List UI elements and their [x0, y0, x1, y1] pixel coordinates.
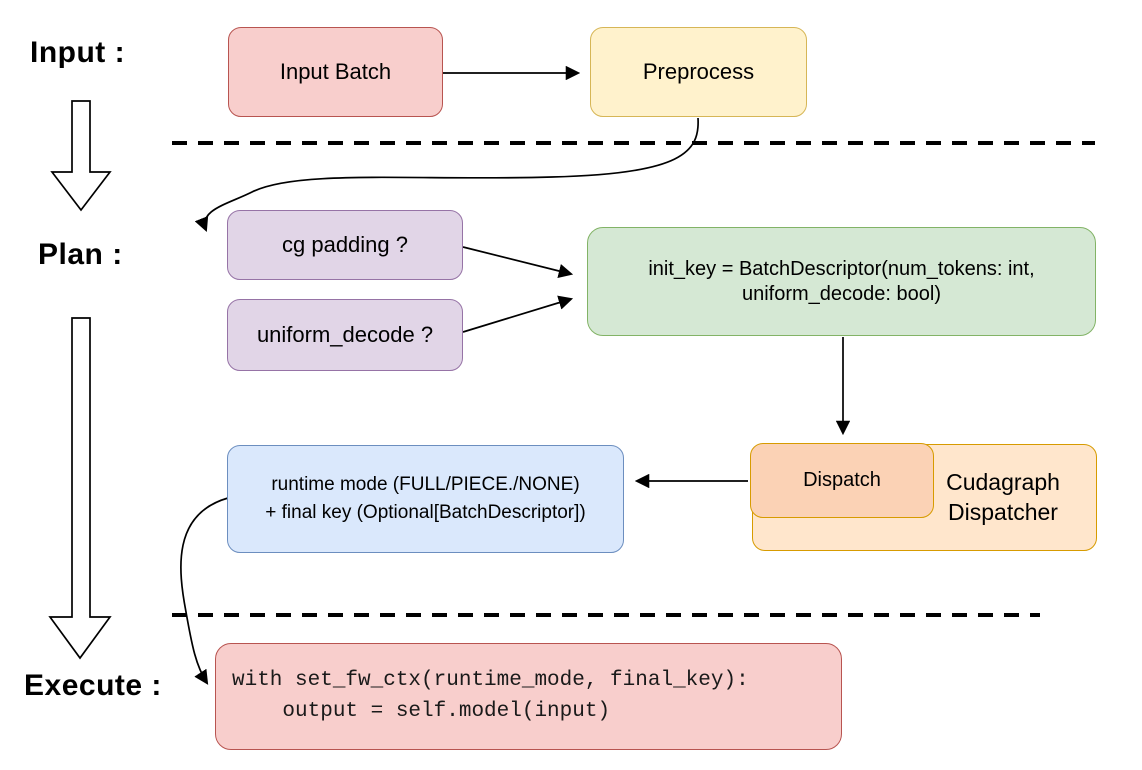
node-cudagraph-dispatcher-label: Cudagraph Dispatcher: [946, 468, 1060, 525]
node-dispatch: Dispatch: [750, 443, 934, 518]
node-input-batch-label: Input Batch: [279, 59, 392, 85]
phase-label-input: Input :: [30, 36, 126, 69]
phase-label-execute: Execute :: [24, 669, 162, 702]
phase-label-plan: Plan :: [38, 238, 123, 271]
node-init-key-line1: init_key = BatchDescriptor(num_tokens: i…: [648, 257, 1035, 280]
node-preprocess-label: Preprocess: [642, 59, 755, 85]
connector-uniformdecode-to-initkey: [462, 295, 574, 333]
node-uniform-decode-label: uniform_decode ?: [256, 322, 434, 348]
node-runtime-mode-line2: + final key (Optional[BatchDescriptor]): [265, 502, 586, 523]
node-execute-code-line2: output = self.model(input): [232, 699, 611, 723]
block-arrow-input-to-plan: [50, 100, 112, 212]
node-init-key-line2: uniform_decode: bool): [741, 282, 941, 305]
block-arrow-plan-to-execute: [48, 317, 112, 660]
node-init-key: init_key = BatchDescriptor(num_tokens: i…: [587, 227, 1096, 336]
node-preprocess: Preprocess: [590, 27, 807, 117]
node-dispatch-label: Dispatch: [803, 469, 881, 491]
node-runtime-mode-line1: runtime mode (FULL/PIECE./NONE): [271, 474, 580, 496]
node-execute-code-line1: with set_fw_ctx(runtime_mode, final_key)…: [232, 669, 749, 693]
node-input-batch: Input Batch: [228, 27, 443, 117]
node-uniform-decode: uniform_decode ?: [227, 299, 463, 371]
node-execute-code: with set_fw_ctx(runtime_mode, final_key)…: [215, 643, 842, 750]
node-runtime-mode: runtime mode (FULL/PIECE./NONE) + final …: [227, 445, 624, 553]
node-cg-padding: cg padding ?: [227, 210, 463, 280]
connector-cgpadding-to-initkey: [462, 246, 574, 279]
node-cg-padding-label: cg padding ?: [282, 232, 408, 258]
